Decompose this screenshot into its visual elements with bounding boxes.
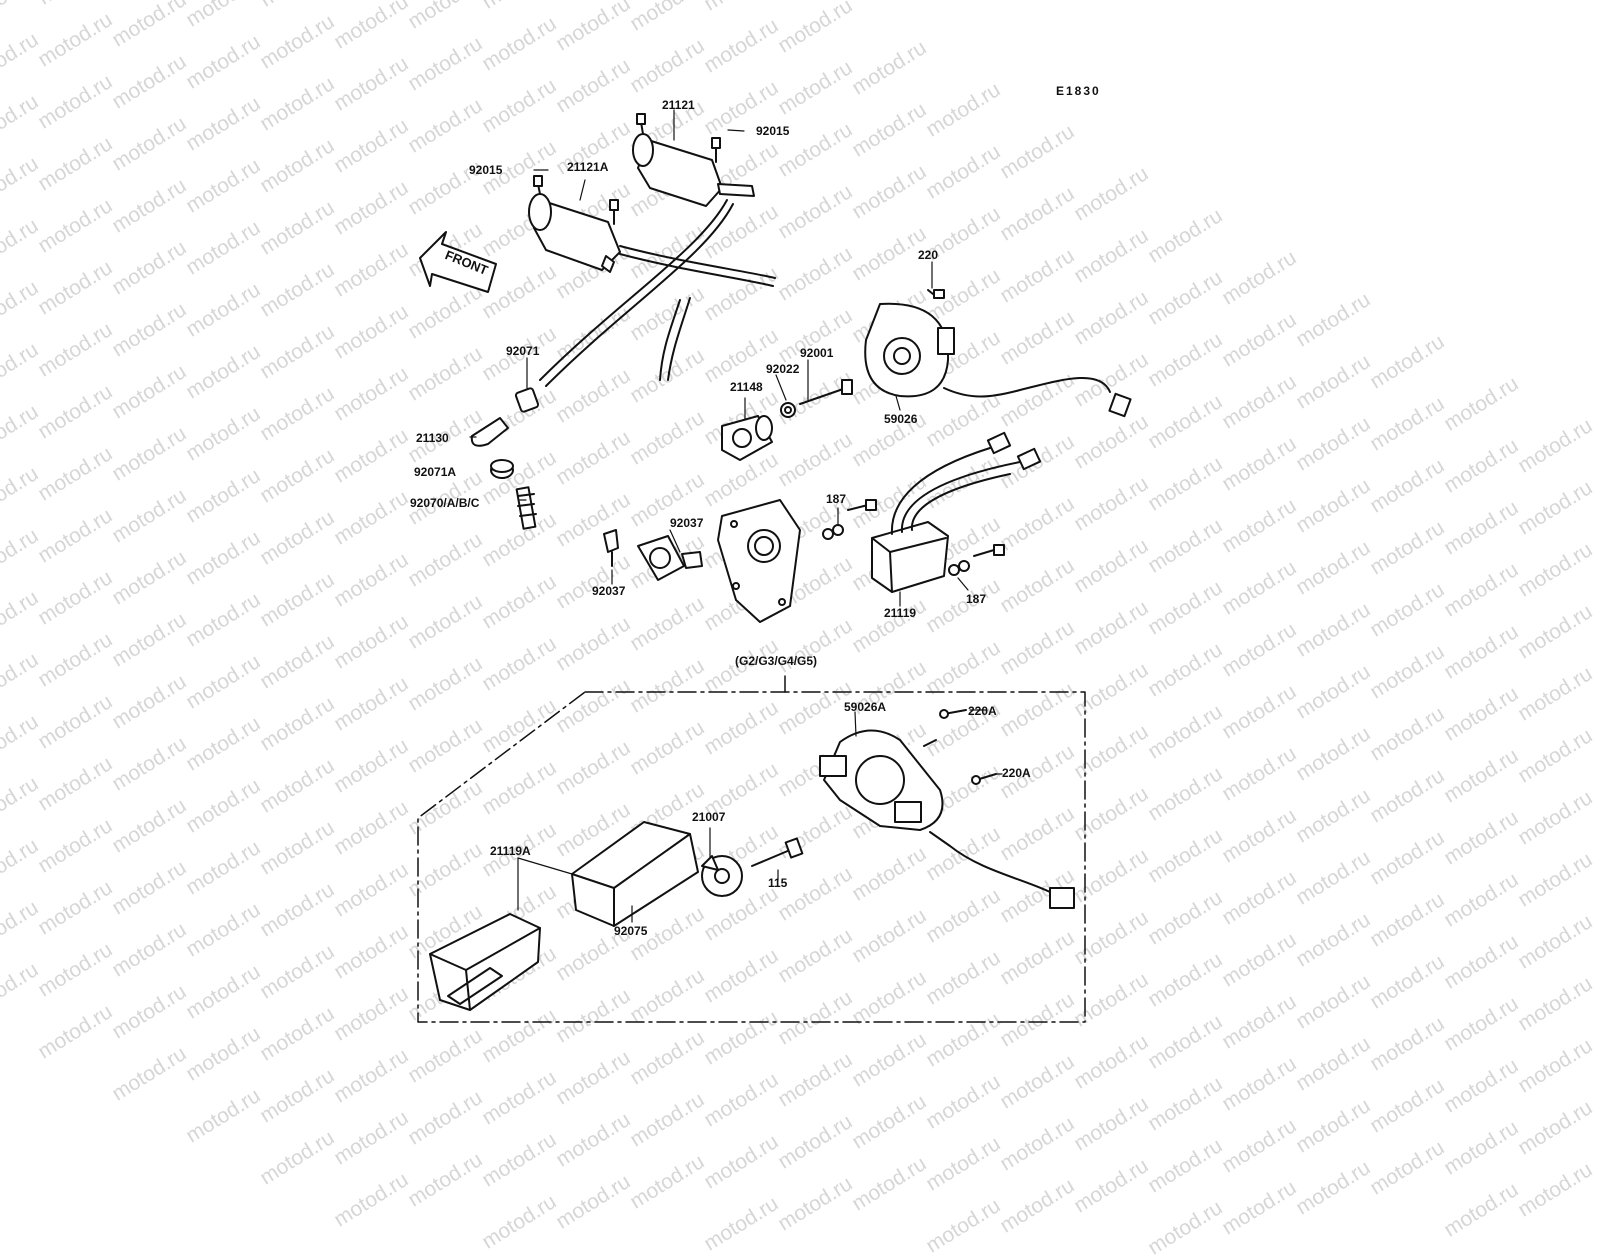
part-label-220A-bottom: 220A <box>1002 766 1031 780</box>
part-label-21148: 21148 <box>730 380 763 394</box>
leader-lines <box>469 109 1003 923</box>
part-label-92015-left: 92015 <box>469 163 503 177</box>
watermark-text: motod.ru <box>922 1194 1005 1258</box>
variant-box <box>417 675 1086 1023</box>
part-label-92037-upper: 92037 <box>670 516 704 530</box>
part-label-92001: 92001 <box>800 346 834 360</box>
part-label-59026: 59026 <box>884 412 918 426</box>
part-label-92071A: 92071A <box>414 465 457 479</box>
part-label-92070: 92070/A/B/C <box>410 496 480 510</box>
part-label-220: 220 <box>918 248 939 262</box>
exploded-parts-diagram <box>417 109 1132 1023</box>
timing-rotor-21007 <box>701 837 804 897</box>
part-label-92022: 92022 <box>766 362 800 376</box>
ignition-coil-21121A <box>528 175 621 273</box>
part-label-187-top: 187 <box>826 492 847 506</box>
pickup-coil-59026A <box>819 709 1075 909</box>
part-label-92015-right: 92015 <box>756 124 790 138</box>
part-label-21119: 21119 <box>884 606 917 620</box>
high-tension-leads <box>539 199 776 387</box>
part-label-220A-top: 220A <box>968 704 997 718</box>
watermark-text: motod.ru <box>700 1192 783 1256</box>
part-label-21119A: 21119A <box>490 844 531 858</box>
part-label-21130: 21130 <box>416 431 449 445</box>
part-label-59026A: 59026A <box>844 700 887 714</box>
ignition-coil-21121 <box>632 113 755 207</box>
part-label-115: 115 <box>768 876 788 890</box>
ic-igniter-21119 <box>822 431 1042 593</box>
spark-plug <box>515 486 537 530</box>
part-label-92075: 92075 <box>614 924 648 938</box>
ic-igniter-21119A <box>429 913 541 1011</box>
part-label-187-bottom: 187 <box>966 592 987 606</box>
part-label-21121: 21121 <box>662 98 695 112</box>
timing-advancer-assembly <box>721 379 853 461</box>
watermark-text: motod.ru <box>1144 1196 1227 1260</box>
part-label-92071: 92071 <box>506 344 540 358</box>
variant-label: (G2/G3/G4/G5) <box>735 654 818 668</box>
part-label-21007: 21007 <box>692 810 726 824</box>
plug-cap-assembly <box>470 387 540 479</box>
pickup-coil-plate-59026 <box>864 289 1132 418</box>
part-label-21121A: 21121A <box>567 160 609 174</box>
igniter-case-92075 <box>571 821 699 927</box>
part-label-92037-lower: 92037 <box>592 584 626 598</box>
front-arrow-icon <box>419 231 497 293</box>
timing-cover-assembly <box>603 499 801 623</box>
diagram-code: E1830 <box>1056 84 1101 98</box>
